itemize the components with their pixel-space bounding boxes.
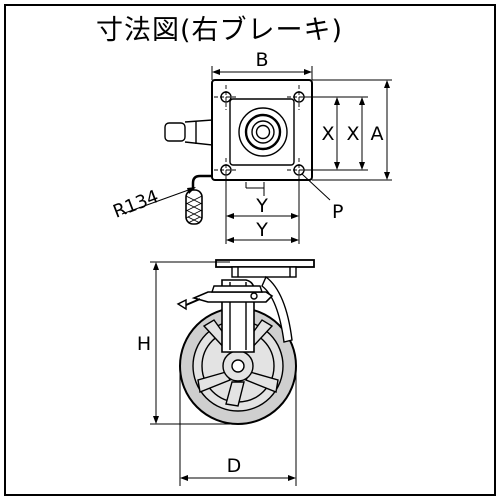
mounting-plate <box>211 79 313 181</box>
label-Y-outer: Y <box>255 219 268 241</box>
dim-R134-leader <box>121 187 196 215</box>
label-R134: R134 <box>110 186 161 222</box>
dim-Y-inner <box>226 213 299 219</box>
outer-border <box>4 4 496 496</box>
label-H: H <box>137 333 151 355</box>
top-view <box>164 66 392 244</box>
side-top-plate <box>215 259 315 268</box>
label-D: D <box>227 455 242 477</box>
brake-pedal <box>185 174 212 225</box>
brake-housing <box>164 119 213 146</box>
dim-Y-outer <box>226 237 299 243</box>
side-brake-lever <box>176 285 274 311</box>
bolt-holes <box>220 91 305 176</box>
kingpin-bearing <box>238 107 288 157</box>
dim-X-inner <box>334 97 340 170</box>
page-title: 寸法図(右ブレーキ) <box>96 15 344 46</box>
side-view <box>176 259 315 425</box>
label-P: P <box>332 201 343 223</box>
label-X-outer: X <box>346 123 359 145</box>
label-X-inner: X <box>321 123 334 145</box>
dim-P-leader <box>301 173 331 201</box>
dim-H <box>150 261 230 425</box>
label-A: A <box>371 123 384 145</box>
dim-B <box>212 69 312 75</box>
dim-A <box>384 80 390 180</box>
label-Y-inner: Y <box>255 195 268 217</box>
label-B: B <box>255 49 268 71</box>
dim-D <box>179 366 297 486</box>
dim-X-outer <box>359 97 365 170</box>
